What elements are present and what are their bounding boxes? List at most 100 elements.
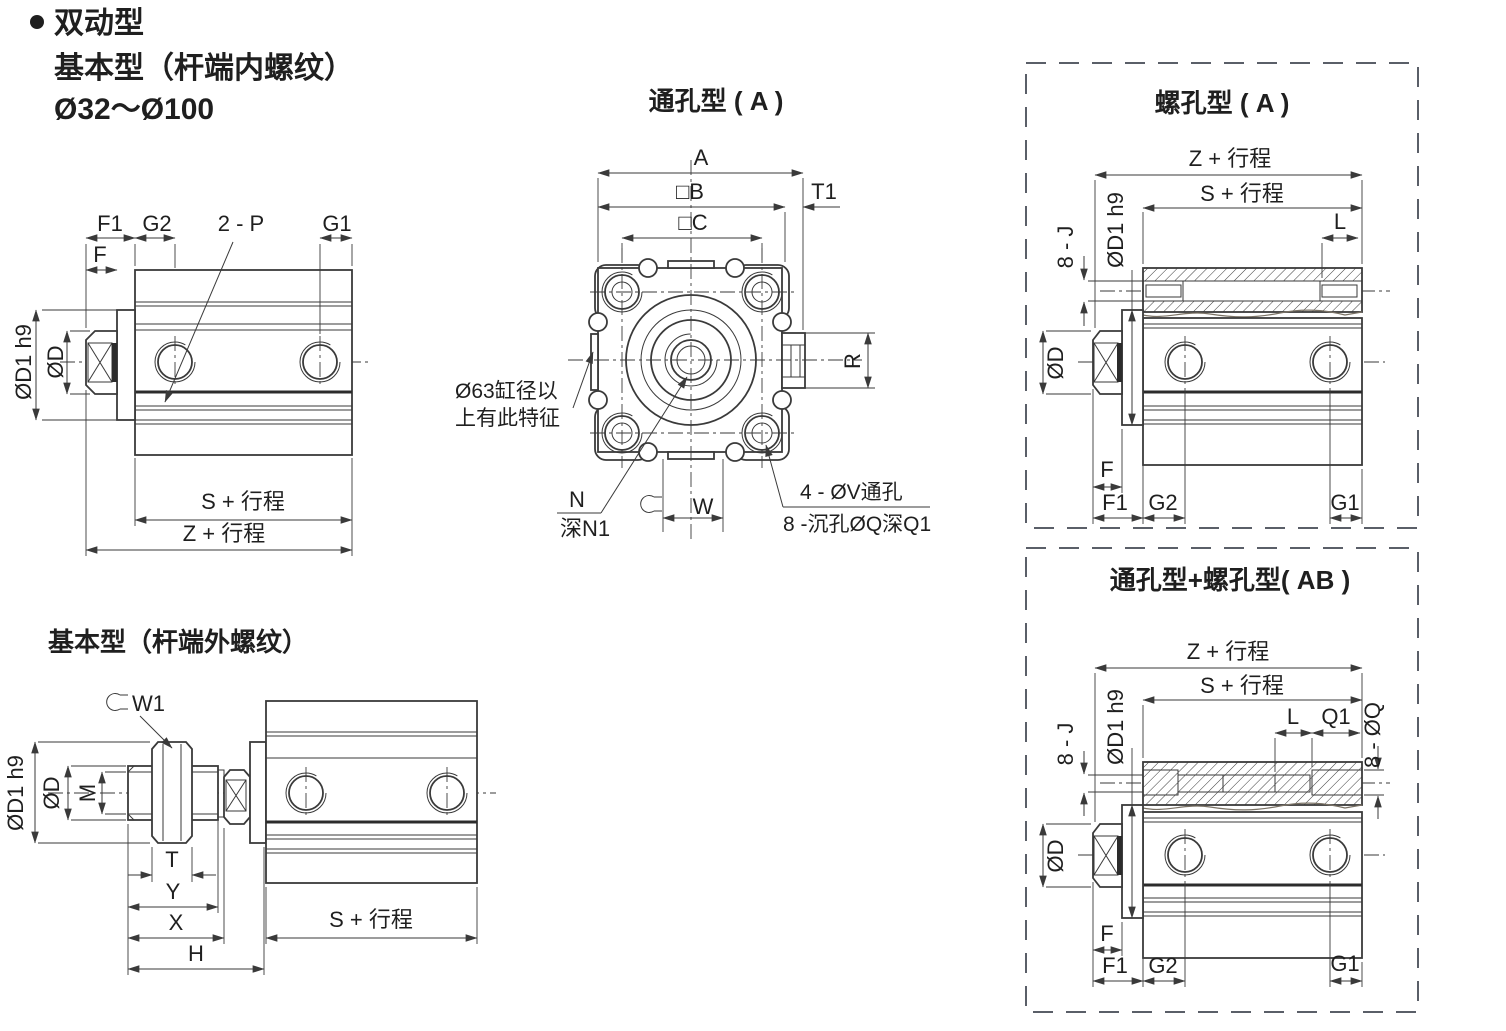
port-hole-right: [299, 336, 341, 388]
counterbore-section-strip: [1142, 761, 1363, 811]
dim-label-z-stroke: Z + 行程: [1189, 146, 1272, 171]
dim-label-s-stroke: S + 行程: [201, 489, 285, 514]
dim-label-g1: G1: [1330, 490, 1359, 515]
dim-label-r: R: [840, 353, 865, 369]
dim-label-g1: G1: [322, 211, 351, 236]
rod-end-external-thread: [127, 741, 267, 844]
dim-label-t1: T1: [811, 179, 837, 204]
dim-label-f1: F1: [1102, 490, 1128, 515]
dim-label-g2: G2: [1148, 490, 1177, 515]
dim-label-8j: 8 - J: [1053, 723, 1078, 766]
dim-label-b: □B: [676, 179, 704, 204]
view-basic-internal: F1 G2 2 - P G1 F ØD1 h9 ØD S + 行程 Z + 行程: [11, 211, 372, 556]
port-hole-left: [1164, 829, 1206, 881]
dim-label-y: Y: [166, 879, 181, 904]
dim-label-q1: Q1: [1321, 704, 1350, 729]
view-title: 通孔型+螺孔型( AB ): [1110, 565, 1351, 595]
dim-label-od: ØD: [1043, 840, 1068, 873]
heading-line3: Ø32～Ø100: [54, 93, 214, 126]
dim-label-f1: F1: [97, 211, 123, 236]
dimensions: F1 G2 2 - P G1 F ØD1 h9 ØD S + 行程 Z + 行程: [11, 211, 353, 556]
port-hole-right: [1309, 829, 1351, 881]
dim-label-z-stroke: Z + 行程: [1187, 639, 1270, 664]
rod-end-internal-thread: [85, 309, 136, 421]
dim-label-8oq: 8 - ØQ: [1360, 702, 1385, 768]
callouts: Ø63缸径以 上有此特征 N 深N1 4 - ØV通孔 8 -沉孔ØQ深Q1: [455, 351, 931, 541]
face-centerlines: [568, 160, 862, 540]
dim-label-8j: 8 - J: [1053, 226, 1078, 269]
dim-label-w: W: [693, 494, 714, 519]
w1-callout: W1: [106, 691, 173, 749]
dim-label-od: ØD: [39, 777, 64, 810]
page-heading: 双动型 基本型（杆端内螺纹） Ø32～Ø100: [30, 7, 354, 126]
leader-n: [600, 376, 688, 514]
view-basic-external: 基本型（杆端外螺纹）: [3, 627, 496, 975]
thread-section-strip: [1142, 267, 1363, 318]
leader-counterbore: [765, 444, 784, 508]
port-hole-left: [285, 767, 327, 819]
bullet-icon: [30, 15, 44, 29]
leader-bore-feature: [572, 351, 594, 409]
note-bore-feature-1: Ø63缸径以: [455, 380, 558, 403]
dim-label-l: L: [1334, 209, 1346, 234]
dim-label-h: H: [188, 941, 204, 966]
dimensions: A □B T1 □C R W: [597, 145, 875, 532]
note-counterbore: 8 -沉孔ØQ深Q1: [783, 513, 931, 536]
cylinder-body: [265, 700, 478, 884]
dim-label-z-stroke: Z + 行程: [183, 521, 266, 546]
dim-label-f: F: [93, 242, 106, 267]
dim-label-f: F: [1100, 921, 1113, 946]
label-n1: 深N1: [560, 516, 610, 541]
label-n: N: [569, 487, 585, 512]
dim-label-t: T: [165, 847, 178, 872]
dim-label-s-stroke: S + 行程: [1200, 673, 1284, 698]
view-screw-hole: 螺孔型 ( A ): [1025, 62, 1419, 529]
side-port: [781, 332, 806, 389]
heading-line1: 双动型: [54, 7, 144, 40]
view-title: 螺孔型 ( A ): [1155, 88, 1290, 118]
dim-label-s-stroke: S + 行程: [1200, 181, 1284, 206]
port-hole-left: [1164, 336, 1206, 388]
dim-label-s-stroke: S + 行程: [329, 907, 413, 932]
note-bore-feature-2: 上有此特征: [455, 407, 560, 430]
wrench-icon: [640, 495, 662, 513]
port-hole-right: [426, 767, 468, 819]
body-groove-lines: [1143, 817, 1362, 917]
wrench-icon: [106, 693, 128, 711]
left-feature-tab: [590, 333, 599, 391]
port-hole-right: [1309, 336, 1351, 388]
dim-label-od1: ØD1 h9: [1103, 689, 1128, 765]
dim-label-l: L: [1287, 704, 1299, 729]
view-combined: 通孔型+螺孔型( AB ): [1025, 547, 1419, 1013]
dim-label-f: F: [1100, 457, 1113, 482]
view-title: 基本型（杆端外螺纹）: [48, 627, 308, 657]
body-groove-lines: [266, 731, 477, 854]
cylinder-body: [134, 269, 353, 456]
dimensions: Z + 行程 S + 行程 L Q1 8 - ØQ 8 - J ØD1 h9 Ø…: [1039, 639, 1385, 987]
heading-line2: 基本型（杆端内螺纹）: [54, 51, 354, 85]
dim-label-od1: ØD1 h9: [1103, 192, 1128, 268]
label-w1: W1: [132, 691, 165, 716]
dim-label-2p: 2 - P: [218, 211, 264, 236]
body-groove-lines: [1143, 323, 1362, 425]
view-title: 通孔型 ( A ): [649, 86, 784, 116]
hex-nut: [151, 741, 193, 844]
dimensions: ØD1 h9 ØD M T Y X H S + 行程: [3, 741, 478, 975]
dim-label-c: □C: [678, 210, 707, 235]
dim-label-od: ØD: [43, 346, 68, 379]
dimensions: Z + 行程 S + 行程 L 8 - J ØD1 h9 ØD F F1 G2 …: [1039, 146, 1363, 524]
note-through-holes: 4 - ØV通孔: [800, 481, 903, 504]
dim-label-a: A: [694, 145, 709, 170]
dim-label-g2: G2: [1148, 953, 1177, 978]
dim-label-m: M: [75, 784, 100, 802]
leader-w1: [139, 715, 173, 749]
dim-label-g2: G2: [142, 211, 171, 236]
dim-label-x: X: [169, 910, 184, 935]
dim-label-od: ØD: [1043, 347, 1068, 380]
view-through-hole: 通孔型 ( A ): [455, 86, 931, 541]
dim-label-od1: ØD1 h9: [11, 324, 36, 400]
leader-2P: [164, 241, 234, 403]
edge-notches: [588, 258, 792, 462]
